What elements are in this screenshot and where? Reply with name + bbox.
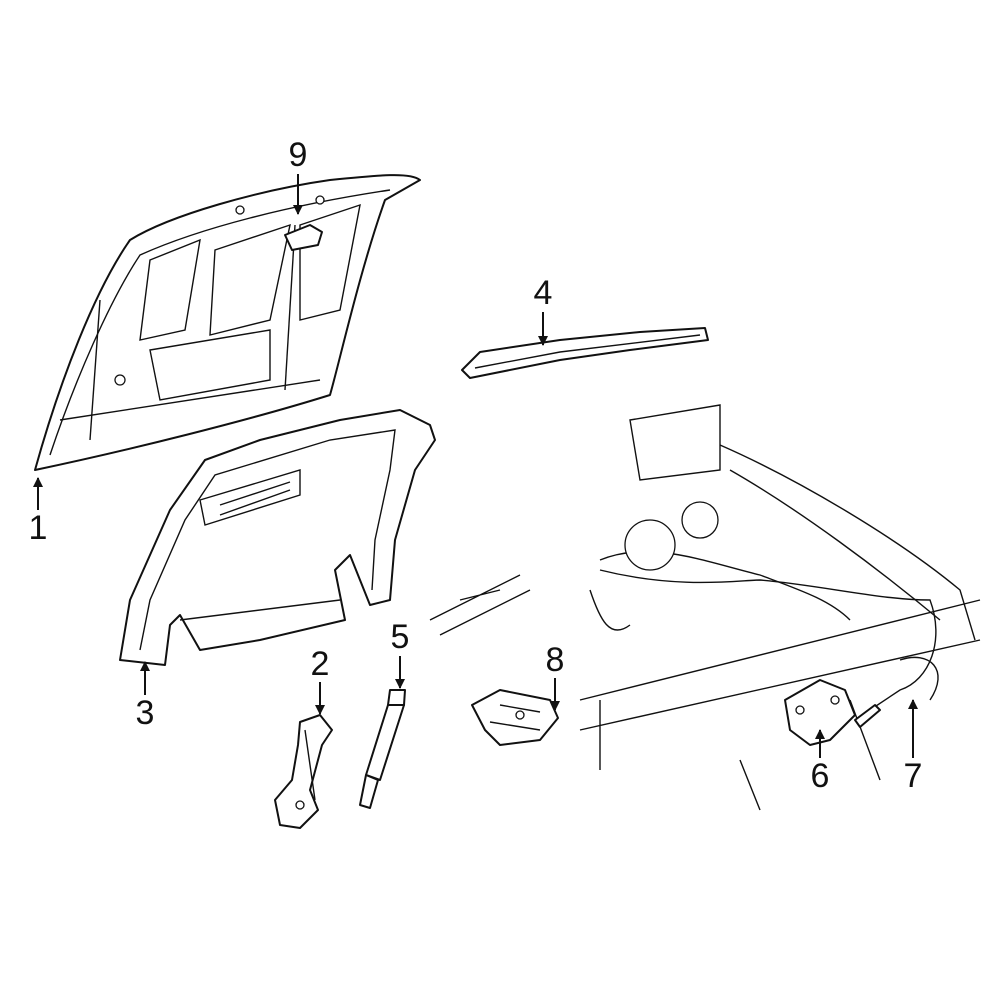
seal-part[interactable]: [461, 327, 709, 379]
callout-1[interactable]: 1: [28, 509, 48, 547]
callout-8[interactable]: 8: [545, 641, 565, 679]
callout-4[interactable]: 4: [533, 274, 553, 312]
callout-3[interactable]: 3: [135, 694, 155, 732]
callout-9[interactable]: 9: [288, 136, 308, 174]
callout-2[interactable]: 2: [310, 645, 330, 683]
callout-5[interactable]: 5: [390, 618, 410, 656]
striker-part[interactable]: [284, 224, 323, 251]
bumper-part[interactable]: [471, 689, 559, 746]
callout-7[interactable]: 7: [903, 757, 923, 795]
callout-arrows: [33, 174, 918, 758]
callout-6[interactable]: 6: [810, 757, 830, 795]
hinge-part[interactable]: [274, 714, 333, 829]
release-cable-part[interactable]: [599, 569, 937, 728]
radiator-support: [429, 404, 981, 811]
support-strut-part[interactable]: [359, 689, 406, 809]
hood-part[interactable]: [34, 174, 421, 471]
insulator-part[interactable]: [119, 409, 436, 666]
latch-part[interactable]: [784, 679, 856, 746]
